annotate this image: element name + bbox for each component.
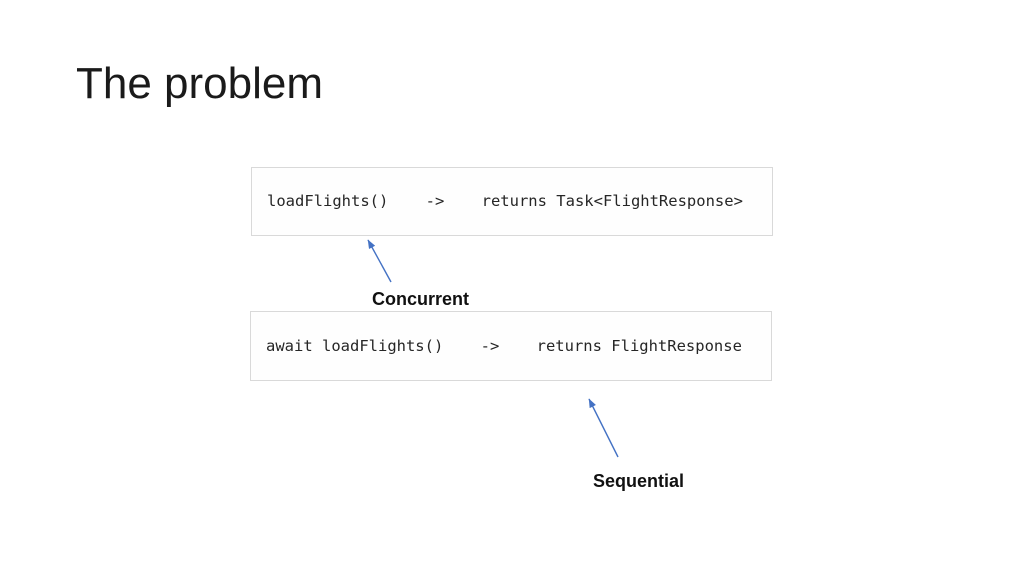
code-box-concurrent: loadFlights() -> returns Task<FlightResp…	[251, 167, 773, 236]
code-text-concurrent: loadFlights() -> returns Task<FlightResp…	[267, 192, 743, 211]
concurrent-label: Concurrent	[372, 289, 470, 309]
sequential-arrow-icon	[588, 398, 619, 458]
code-text-sequential: await loadFlights() -> returns FlightRes…	[266, 336, 742, 355]
slide-title: The problem	[76, 59, 324, 108]
sequential-label: Sequential	[593, 471, 685, 491]
code-box-sequential: await loadFlights() -> returns FlightRes…	[250, 311, 772, 381]
concurrent-arrow-icon	[367, 239, 392, 283]
